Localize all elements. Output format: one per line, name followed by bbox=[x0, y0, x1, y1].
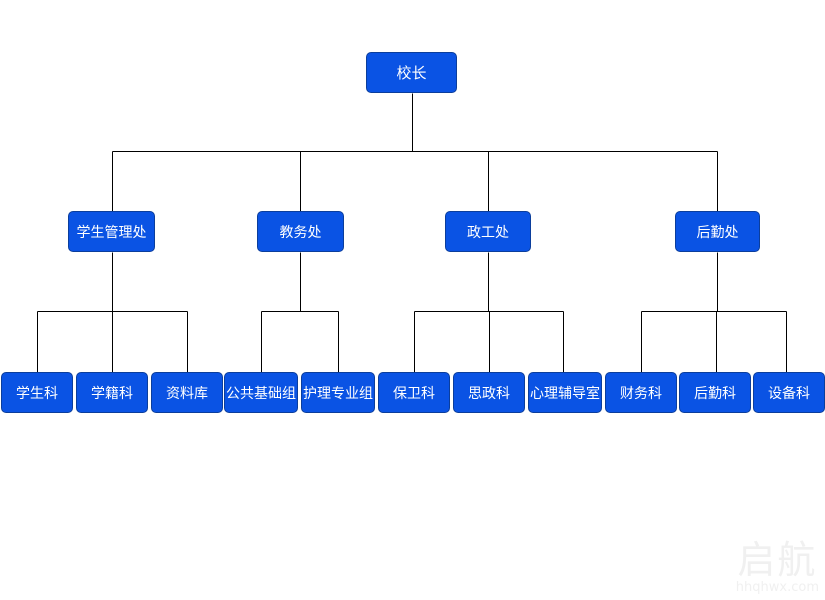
node-section-logistics-office[interactable]: 后勤科 bbox=[679, 372, 751, 413]
node-section-ideology[interactable]: 思政科 bbox=[453, 372, 525, 413]
node-section-counseling[interactable]: 心理辅导室 bbox=[528, 372, 602, 413]
node-dept-political-affairs[interactable]: 政工处 bbox=[445, 211, 531, 252]
node-section-security[interactable]: 保卫科 bbox=[378, 372, 450, 413]
watermark-logo-text: 启航 bbox=[737, 538, 818, 582]
node-section-nursing[interactable]: 护理专业组 bbox=[301, 372, 375, 413]
watermark-url: hhqhwx.com bbox=[735, 580, 819, 595]
node-dept-academic-affairs[interactable]: 教务处 bbox=[257, 211, 344, 252]
watermark: 启航 hhqhwx.com bbox=[736, 541, 819, 594]
node-section-general-education[interactable]: 公共基础组 bbox=[224, 372, 298, 413]
node-section-finance[interactable]: 财务科 bbox=[605, 372, 677, 413]
node-section-equipment[interactable]: 设备科 bbox=[753, 372, 825, 413]
node-section-student[interactable]: 学生科 bbox=[1, 372, 73, 413]
node-section-archives[interactable]: 资料库 bbox=[151, 372, 223, 413]
node-dept-logistics[interactable]: 后勤处 bbox=[675, 211, 760, 252]
node-root[interactable]: 校长 bbox=[366, 52, 457, 93]
node-section-records[interactable]: 学籍科 bbox=[76, 372, 148, 413]
node-dept-student-affairs[interactable]: 学生管理处 bbox=[68, 211, 155, 252]
